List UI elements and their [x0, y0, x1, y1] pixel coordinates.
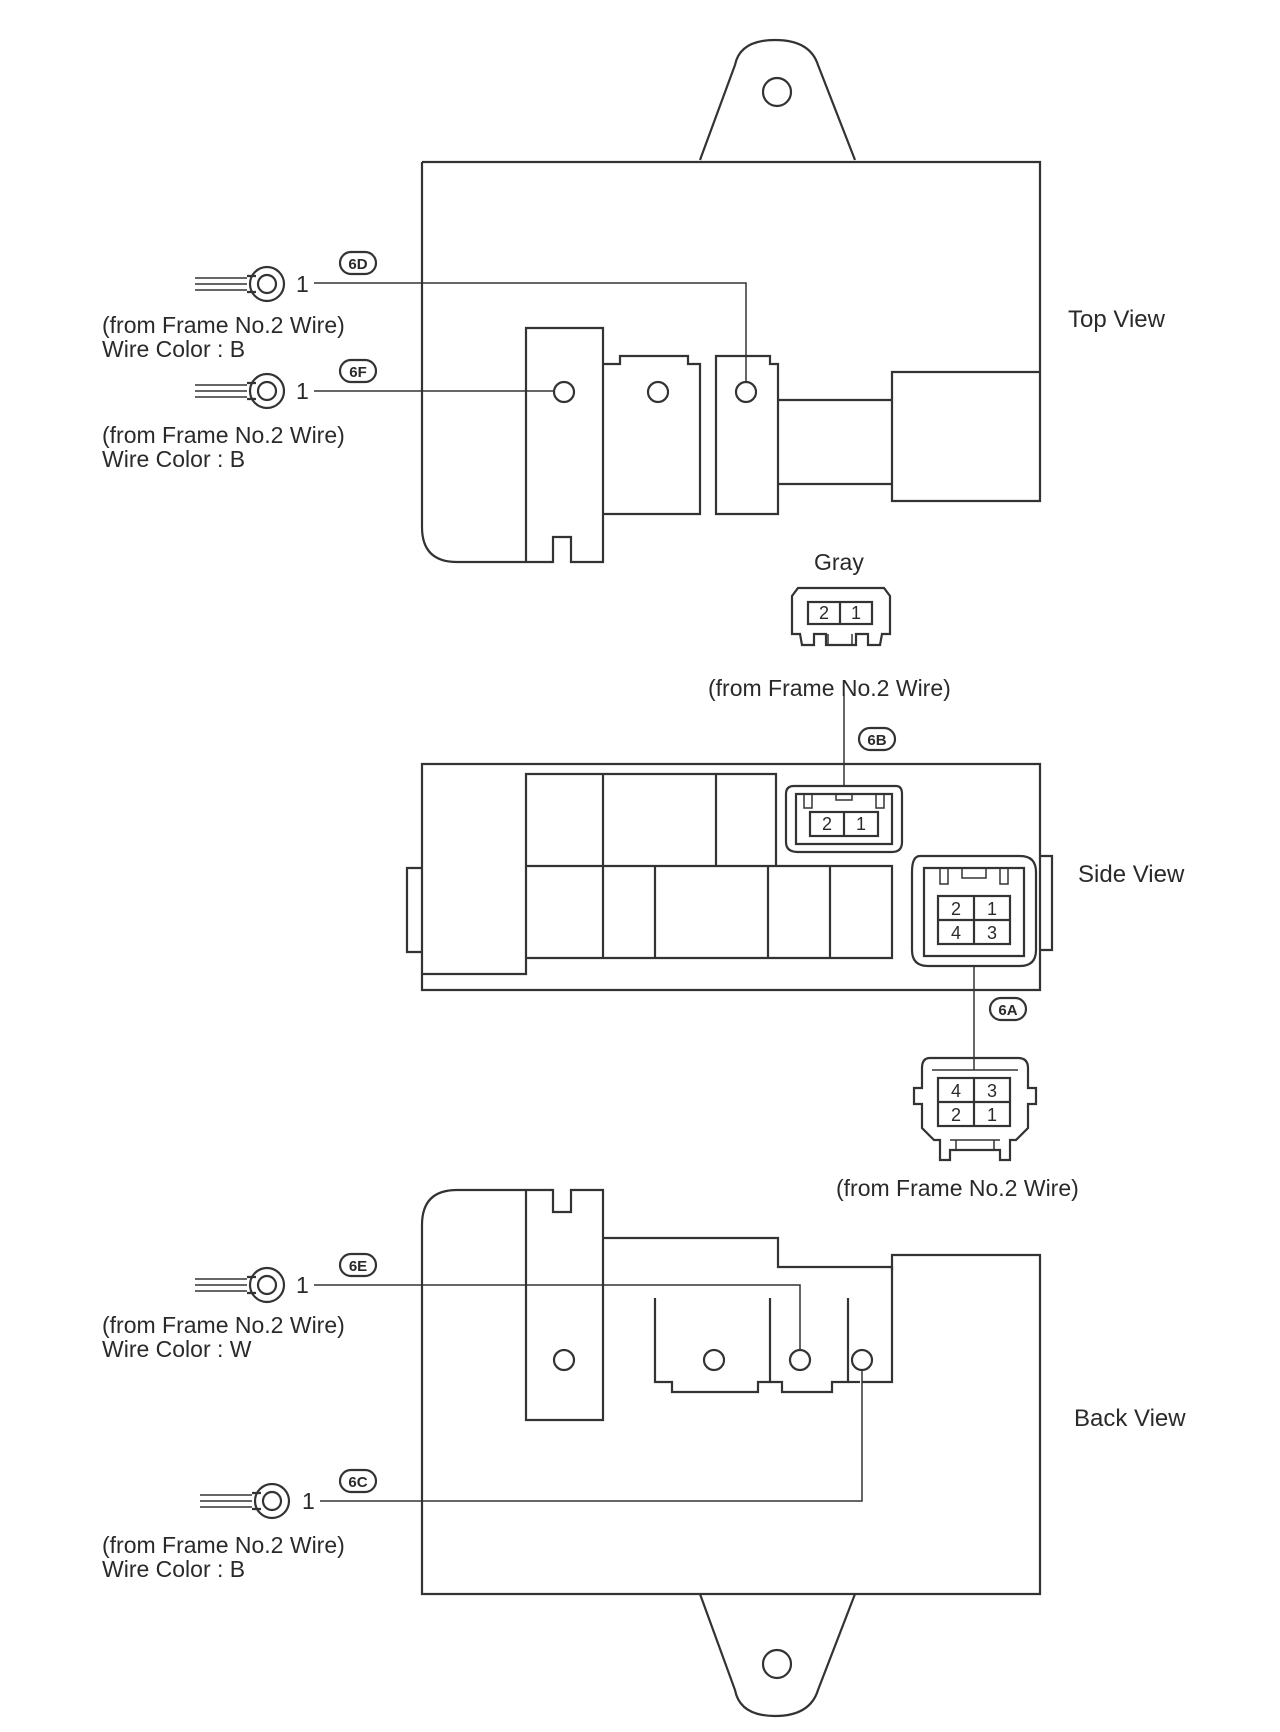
- svg-text:3: 3: [987, 923, 997, 943]
- side-view: 2 1 6B 2 1 4 3 Side View: [405, 695, 1185, 992]
- svg-text:2: 2: [951, 1105, 961, 1125]
- wire-color-label: Wire Color : B: [102, 336, 245, 362]
- svg-text:6A: 6A: [998, 1002, 1017, 1019]
- top-view-housing: [420, 160, 1042, 564]
- terminal-6E: 1 6E (from Frame No.2 Wire) Wire Color :…: [102, 1252, 378, 1362]
- svg-text:1: 1: [987, 1105, 997, 1125]
- svg-text:2: 2: [819, 603, 829, 623]
- wire-icon: [195, 1278, 247, 1292]
- connector-6B-plug: Gray 2 1 (from Frame No.2 Wire): [708, 549, 951, 701]
- plug-6A-housing: [912, 1056, 1038, 1162]
- svg-text:1: 1: [296, 1272, 309, 1298]
- connector-code-badge: [338, 358, 378, 384]
- top-view: Top View: [314, 38, 1166, 564]
- back-view: Back View: [314, 1188, 1186, 1718]
- ring-terminal-icon: [253, 1482, 291, 1520]
- svg-text:6F: 6F: [349, 364, 367, 381]
- wire-icon: [195, 277, 247, 291]
- top-view-label: Top View: [1068, 306, 1166, 333]
- top-stud-6D: [734, 380, 758, 404]
- ring-terminal-icon: [248, 1266, 286, 1304]
- svg-text:6C: 6C: [348, 1474, 367, 1491]
- svg-text:6D: 6D: [348, 256, 367, 273]
- gray-plug-housing: [790, 586, 892, 647]
- terminal-source-label: (from Frame No.2 Wire): [102, 1532, 345, 1558]
- connector-source-label: (from Frame No.2 Wire): [836, 1175, 1079, 1201]
- svg-text:4: 4: [951, 1081, 961, 1101]
- connector-code-badge: [338, 250, 378, 276]
- back-stud-left: [552, 1348, 576, 1372]
- connector-6A-plug: 6A 4 3 2 1 (from Frame No.2 Wire): [836, 966, 1079, 1201]
- terminal-6F: 1 6F (from Frame No.2 Wire) Wire Color :…: [102, 358, 378, 472]
- leader-6C: [320, 1370, 863, 1502]
- connector-code-badge: [338, 1252, 378, 1278]
- side-view-relays: [422, 772, 894, 976]
- top-stud-6F: [552, 380, 576, 404]
- connector-code-badge: [857, 726, 897, 752]
- leader-6E: [314, 1284, 801, 1350]
- svg-text:1: 1: [851, 603, 861, 623]
- wire-color-label: Wire Color : B: [102, 446, 245, 472]
- wire-color-label: Wire Color : W: [102, 1336, 252, 1362]
- svg-text:2: 2: [822, 814, 832, 834]
- back-stud-6E: [788, 1348, 812, 1372]
- terminal-source-label: (from Frame No.2 Wire): [102, 422, 345, 448]
- connector-code-badge: [338, 1468, 378, 1494]
- leader-6D: [314, 282, 747, 382]
- top-view-mounting-tab: [698, 38, 857, 161]
- back-view-housing: [420, 1188, 1042, 1596]
- svg-text:3: 3: [987, 1081, 997, 1101]
- top-mount-hole: [761, 76, 793, 108]
- terminal-source-label: (from Frame No.2 Wire): [102, 1312, 345, 1338]
- ring-terminal-icon: [248, 372, 286, 410]
- svg-text:2: 2: [951, 899, 961, 919]
- side-view-housing: [420, 762, 1042, 992]
- back-mount-hole: [761, 1648, 793, 1680]
- back-stud-middle: [702, 1348, 726, 1372]
- terminal-6D: 1 6D (from Frame No.2 Wire) Wire Color :…: [102, 250, 378, 362]
- svg-text:4: 4: [951, 923, 961, 943]
- side-view-label: Side View: [1078, 861, 1185, 888]
- top-view-fuse-block: [524, 326, 605, 564]
- svg-text:6B: 6B: [867, 732, 886, 749]
- back-view-label: Back View: [1074, 1405, 1186, 1432]
- svg-text:1: 1: [987, 899, 997, 919]
- wire-color-label: Wire Color : B: [102, 1556, 245, 1582]
- top-stud-middle: [646, 380, 670, 404]
- terminal-source-label: (from Frame No.2 Wire): [102, 312, 345, 338]
- connector-code-badge: [988, 996, 1028, 1022]
- back-view-mounting-tab: [698, 1593, 857, 1718]
- ring-terminal-icon: [248, 265, 286, 303]
- terminal-6C: 1 6C (from Frame No.2 Wire) Wire Color :…: [102, 1468, 378, 1582]
- svg-text:1: 1: [296, 271, 309, 297]
- connector-name: Gray: [814, 549, 864, 575]
- svg-text:1: 1: [296, 378, 309, 404]
- connector-source-label: (from Frame No.2 Wire): [708, 675, 951, 701]
- svg-text:1: 1: [856, 814, 866, 834]
- socket-6A: [910, 854, 1038, 968]
- back-stud-6C: [850, 1348, 874, 1372]
- svg-text:1: 1: [302, 1488, 315, 1514]
- wire-icon: [195, 384, 247, 398]
- back-view-fuse-block: [524, 1188, 605, 1422]
- socket-6B: [784, 784, 904, 854]
- wire-icon: [200, 1494, 252, 1508]
- svg-text:6E: 6E: [349, 1258, 367, 1275]
